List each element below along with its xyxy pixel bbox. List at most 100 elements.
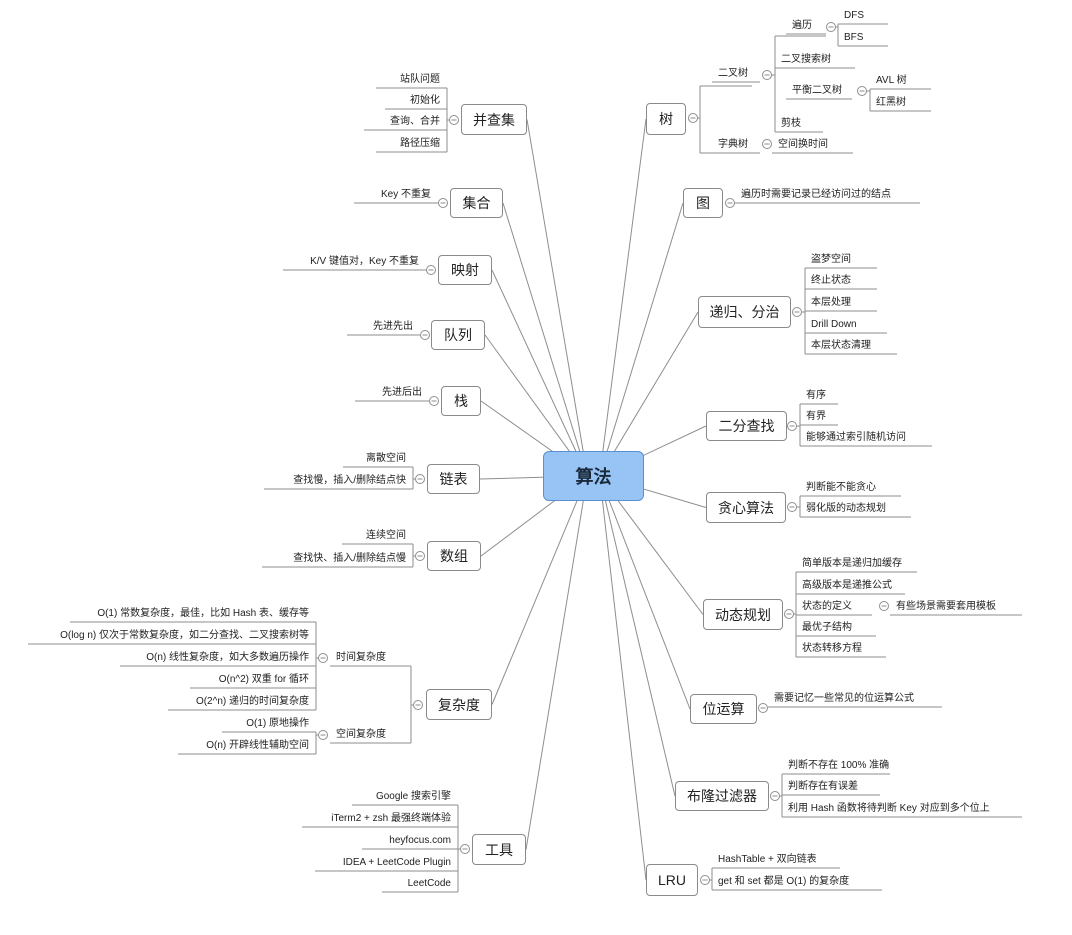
queue-toggle[interactable] <box>420 330 430 340</box>
array-item-1: 查找快、插入/删除结点慢 <box>293 553 406 564</box>
recursion-item-4: 本层状态清理 <box>811 340 871 351</box>
dp-item-4: 状态转移方程 <box>802 643 862 654</box>
topic-recursion[interactable]: 递归、分治 <box>698 296 791 328</box>
trie-label: 字典树 <box>718 139 748 150</box>
time-item-1: O(log n) 仅次于常数复杂度，如二分查找、二叉搜索树等 <box>60 630 309 641</box>
topic-tools[interactable]: 工具 <box>472 834 526 865</box>
binary-search-toggle[interactable] <box>787 421 797 431</box>
topic-queue[interactable]: 队列 <box>431 320 485 350</box>
binary-tree-toggle[interactable] <box>762 70 772 80</box>
stack-toggle[interactable] <box>429 396 439 406</box>
tools-item-0: Google 搜索引擎 <box>375 791 451 802</box>
graph-toggle[interactable] <box>725 198 735 208</box>
time-item-4: O(2^n) 递归的时间复杂度 <box>195 696 309 707</box>
union-find-item-1: 初始化 <box>410 95 440 106</box>
dfs-leaf: DFS <box>844 10 864 21</box>
dp-toggle[interactable] <box>784 609 794 619</box>
balanced-tree-label: 平衡二叉树 <box>792 85 842 96</box>
time-complexity-toggle[interactable] <box>318 653 328 663</box>
union-find-toggle[interactable] <box>449 115 459 125</box>
topic-linked-list[interactable]: 链表 <box>427 464 480 494</box>
topic-map[interactable]: 映射 <box>438 255 492 285</box>
greedy-item-1: 弱化版的动态规划 <box>806 503 886 514</box>
topic-tools-spoke <box>525 483 587 850</box>
topic-array[interactable]: 数组 <box>427 541 481 571</box>
topic-queue-spoke <box>484 334 586 474</box>
traverse-label: 遍历 <box>792 20 812 31</box>
tools-item-4: LeetCode <box>407 878 451 889</box>
space-complexity-label: 空间复杂度 <box>336 729 386 740</box>
lru-toggle[interactable] <box>700 875 710 885</box>
topic-binary-search[interactable]: 二分查找 <box>706 411 787 441</box>
linked-list-toggle[interactable] <box>415 474 425 484</box>
topic-dp[interactable]: 动态规划 <box>703 599 783 630</box>
binary-search-item-1: 有界 <box>806 411 826 422</box>
avl-leaf: AVL 树 <box>876 75 907 86</box>
union-find-item-3: 路径压缩 <box>400 138 440 149</box>
array-toggle[interactable] <box>415 551 425 561</box>
topic-greedy[interactable]: 贪心算法 <box>706 492 786 523</box>
time-item-0: O(1) 常数复杂度，最佳，比如 Hash 表、缓存等 <box>97 608 309 619</box>
bloom-item-1: 判断存在有误差 <box>788 781 858 792</box>
topic-union-find-spoke <box>526 119 587 469</box>
topic-bit-ops[interactable]: 位运算 <box>690 694 757 724</box>
space-item-1: O(n) 开辟线性辅助空间 <box>206 740 309 751</box>
set-toggle[interactable] <box>438 198 448 208</box>
topic-set-spoke <box>502 202 587 471</box>
bfs-leaf: BFS <box>844 32 864 43</box>
greedy-item-0: 判断能不能贪心 <box>806 482 876 493</box>
graph-note-leaf: 遍历时需要记录已经访问过的结点 <box>741 189 891 200</box>
binary-search-item-2: 能够通过索引随机访问 <box>806 432 906 443</box>
recursion-item-1: 终止状态 <box>811 275 851 286</box>
root-node[interactable]: 算法 <box>543 451 644 501</box>
time-item-2: O(n) 线性复杂度，如大多数遍历操作 <box>146 652 309 663</box>
greedy-toggle[interactable] <box>787 502 797 512</box>
trie-tradeoff-leaf: 空间换时间 <box>778 139 828 150</box>
topic-graph[interactable]: 图 <box>683 188 723 218</box>
space-complexity-toggle[interactable] <box>318 730 328 740</box>
bloom-toggle[interactable] <box>770 791 780 801</box>
binary-search-item-0: 有序 <box>806 390 826 401</box>
recursion-toggle[interactable] <box>792 307 802 317</box>
array-item-0: 连续空间 <box>366 530 406 541</box>
tree-toggle[interactable] <box>688 113 698 123</box>
tools-item-3: IDEA + LeetCode Plugin <box>342 857 451 868</box>
recursion-item-0: 盗梦空间 <box>811 254 851 265</box>
set-note-leaf: Key 不重复 <box>380 189 431 200</box>
topic-union-find[interactable]: 并查集 <box>461 104 527 135</box>
tools-toggle[interactable] <box>460 844 470 854</box>
topic-lru[interactable]: LRU <box>646 864 698 896</box>
topic-stack[interactable]: 栈 <box>441 386 481 416</box>
topic-tree-spoke <box>600 118 647 469</box>
linked-list-item-0: 离散空间 <box>366 453 406 464</box>
topic-complexity[interactable]: 复杂度 <box>426 689 492 720</box>
dp-item-0: 简单版本是递归加缓存 <box>802 558 902 569</box>
map-toggle[interactable] <box>426 265 436 275</box>
dp-state-toggle[interactable] <box>879 601 889 611</box>
dp-state-def-note: 有些场景需要套用模板 <box>896 601 996 612</box>
map-note-leaf: K/V 键值对，Key 不重复 <box>310 256 419 267</box>
union-find-item-2: 查询、合并 <box>390 116 440 127</box>
topic-tree[interactable]: 树 <box>646 103 686 135</box>
lru-item-0: HashTable + 双向链表 <box>718 854 817 865</box>
topic-set[interactable]: 集合 <box>450 188 503 218</box>
topic-graph-spoke <box>600 202 684 471</box>
recursion-item-2: 本层处理 <box>811 297 851 308</box>
topic-bit-ops-spoke <box>600 480 691 710</box>
trie-toggle[interactable] <box>762 139 772 149</box>
topic-dp-spoke <box>601 478 704 615</box>
topic-bloom-filter-spoke <box>600 482 676 797</box>
time-complexity-label: 时间复杂度 <box>336 652 386 663</box>
topic-map-spoke <box>491 269 586 473</box>
bit-toggle[interactable] <box>758 703 768 713</box>
complexity-toggle[interactable] <box>413 700 423 710</box>
traverse-toggle[interactable] <box>826 22 836 32</box>
topic-recursion-spoke <box>601 311 699 473</box>
bloom-item-0: 判断不存在 100% 准确 <box>788 760 890 771</box>
topic-complexity-spoke <box>491 480 586 705</box>
linked-list-item-1: 查找慢，插入/删除结点快 <box>293 475 406 486</box>
topic-lru-spoke <box>600 484 647 881</box>
balanced-toggle[interactable] <box>857 86 867 96</box>
topic-bloom-filter[interactable]: 布隆过滤器 <box>675 781 769 811</box>
